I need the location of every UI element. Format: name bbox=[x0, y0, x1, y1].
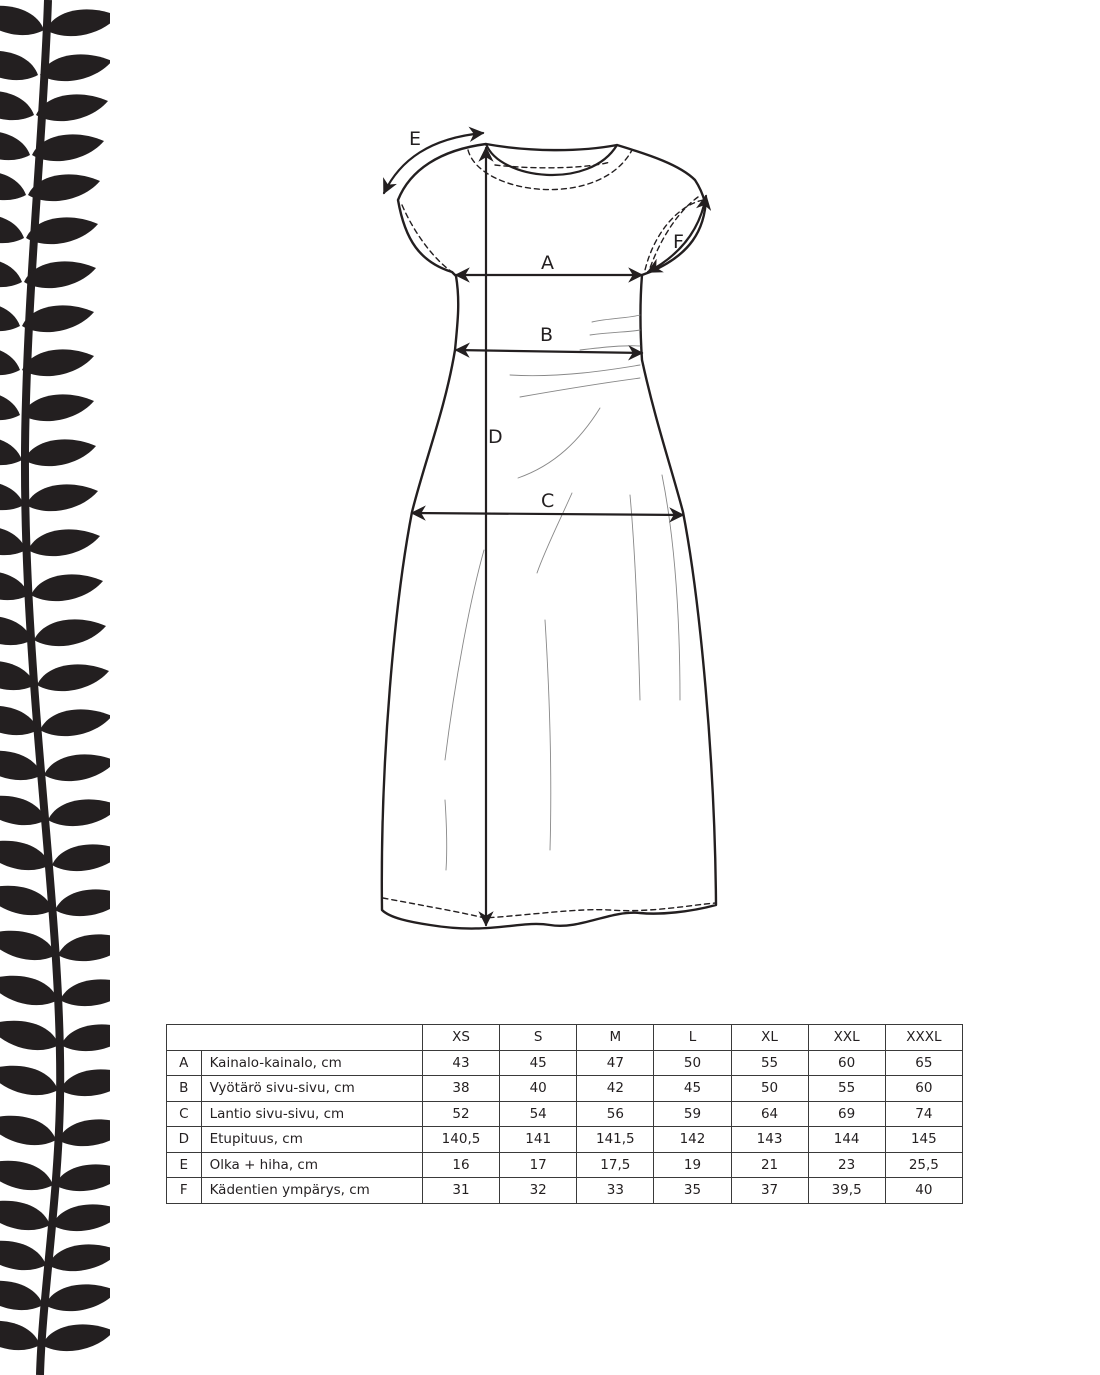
label-a: A bbox=[541, 252, 554, 274]
cell-value: 39,5 bbox=[807, 1177, 886, 1204]
cell-value: 141 bbox=[499, 1126, 578, 1153]
row-code: F bbox=[166, 1177, 202, 1204]
cell-value: 54 bbox=[499, 1100, 578, 1127]
cell-value: 32 bbox=[499, 1177, 578, 1204]
cell-value: 52 bbox=[421, 1100, 501, 1127]
label-c: C bbox=[541, 490, 554, 512]
cell-value: 23 bbox=[807, 1151, 886, 1178]
table-row: D Etupituus, cm 140,5 141 141,5 142 143 … bbox=[166, 1126, 964, 1153]
row-name: Lantio sivu-sivu, cm bbox=[200, 1100, 423, 1127]
cell-value: 56 bbox=[576, 1100, 655, 1127]
cell-value: 60 bbox=[807, 1049, 886, 1076]
size-chart-table: XS S M L XL XXL XXXL A Kainalo-kainalo, … bbox=[166, 1024, 964, 1204]
cell-value: 42 bbox=[576, 1075, 655, 1102]
cell-value: 35 bbox=[653, 1177, 732, 1204]
header-size-xxxl: XXXL bbox=[884, 1024, 964, 1051]
cell-value: 60 bbox=[884, 1075, 964, 1102]
cell-value: 33 bbox=[576, 1177, 655, 1204]
cell-value: 31 bbox=[421, 1177, 501, 1204]
dress-measurement-diagram: A B C D E F bbox=[380, 126, 718, 930]
header-size-s: S bbox=[499, 1024, 578, 1051]
header-size-m: M bbox=[576, 1024, 655, 1051]
header-size-xs: XS bbox=[421, 1024, 501, 1051]
table-row: C Lantio sivu-sivu, cm 52 54 56 59 64 69… bbox=[166, 1100, 964, 1127]
table-row: A Kainalo-kainalo, cm 43 45 47 50 55 60 … bbox=[166, 1049, 964, 1076]
cell-value: 144 bbox=[807, 1126, 886, 1153]
cell-value: 142 bbox=[653, 1126, 732, 1153]
label-b: B bbox=[540, 324, 553, 346]
label-e: E bbox=[409, 128, 421, 150]
cell-value: 59 bbox=[653, 1100, 732, 1127]
cell-value: 25,5 bbox=[884, 1151, 964, 1178]
cell-value: 37 bbox=[730, 1177, 809, 1204]
row-code: A bbox=[166, 1049, 202, 1076]
row-code: C bbox=[166, 1100, 202, 1127]
table-header-row: XS S M L XL XXL XXXL bbox=[166, 1024, 964, 1051]
header-blank-cell bbox=[166, 1024, 423, 1051]
cell-value: 64 bbox=[730, 1100, 809, 1127]
cell-value: 69 bbox=[807, 1100, 886, 1127]
cell-value: 38 bbox=[421, 1075, 501, 1102]
row-name: Kainalo-kainalo, cm bbox=[200, 1049, 423, 1076]
cell-value: 140,5 bbox=[421, 1126, 501, 1153]
cell-value: 45 bbox=[653, 1075, 732, 1102]
decorative-vine-icon bbox=[0, 0, 110, 1375]
cell-value: 21 bbox=[730, 1151, 809, 1178]
label-f: F bbox=[673, 231, 684, 253]
table-row: F Kädentien ympärys, cm 31 32 33 35 37 3… bbox=[166, 1177, 964, 1204]
cell-value: 141,5 bbox=[576, 1126, 655, 1153]
table-row: E Olka + hiha, cm 16 17 17,5 19 21 23 25… bbox=[166, 1151, 964, 1178]
row-code: D bbox=[166, 1126, 202, 1153]
row-name: Kädentien ympärys, cm bbox=[200, 1177, 423, 1204]
row-name: Vyötärö sivu-sivu, cm bbox=[200, 1075, 423, 1102]
cell-value: 17,5 bbox=[576, 1151, 655, 1178]
cell-value: 17 bbox=[499, 1151, 578, 1178]
cell-value: 40 bbox=[499, 1075, 578, 1102]
header-size-xl: XL bbox=[730, 1024, 809, 1051]
row-code: B bbox=[166, 1075, 202, 1102]
header-size-xxl: XXL bbox=[807, 1024, 886, 1051]
label-d: D bbox=[488, 426, 503, 448]
cell-value: 40 bbox=[884, 1177, 964, 1204]
table-row: B Vyötärö sivu-sivu, cm 38 40 42 45 50 5… bbox=[166, 1075, 964, 1102]
cell-value: 55 bbox=[807, 1075, 886, 1102]
row-code: E bbox=[166, 1151, 202, 1178]
cell-value: 19 bbox=[653, 1151, 732, 1178]
cell-value: 55 bbox=[730, 1049, 809, 1076]
cell-value: 50 bbox=[730, 1075, 809, 1102]
cell-value: 143 bbox=[730, 1126, 809, 1153]
cell-value: 50 bbox=[653, 1049, 732, 1076]
cell-value: 47 bbox=[576, 1049, 655, 1076]
cell-value: 16 bbox=[421, 1151, 501, 1178]
cell-value: 43 bbox=[421, 1049, 501, 1076]
cell-value: 45 bbox=[499, 1049, 578, 1076]
header-size-l: L bbox=[653, 1024, 732, 1051]
cell-value: 65 bbox=[884, 1049, 964, 1076]
cell-value: 74 bbox=[884, 1100, 964, 1127]
row-name: Olka + hiha, cm bbox=[200, 1151, 423, 1178]
cell-value: 145 bbox=[884, 1126, 964, 1153]
row-name: Etupituus, cm bbox=[200, 1126, 423, 1153]
